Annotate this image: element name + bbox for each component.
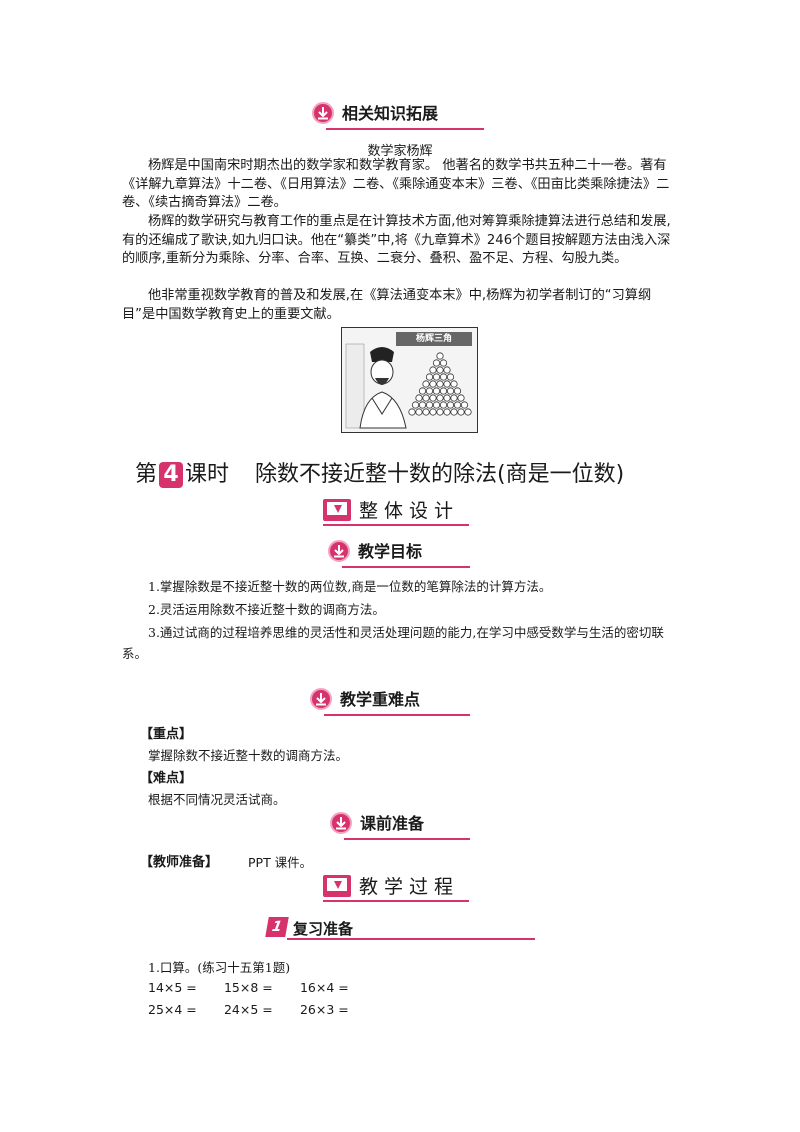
calc-cell: 16×4 = bbox=[299, 980, 349, 995]
oral-calc-row-2: 25×4 = 24×5 = 26×3 = bbox=[148, 1002, 372, 1017]
section-header-extension: 相关知识拓展 bbox=[312, 100, 484, 130]
download-arrow-icon bbox=[328, 540, 350, 562]
hard-text: 根据不同情况灵活试商。 bbox=[148, 792, 286, 807]
key-label: 【重点】 bbox=[140, 727, 193, 742]
section-title: 相关知识拓展 bbox=[342, 104, 439, 123]
step-number: 1 bbox=[265, 917, 289, 937]
download-arrow-icon bbox=[310, 688, 332, 710]
lesson-number-badge: 4 bbox=[159, 462, 184, 488]
section-header-prep: 课前准备 bbox=[330, 810, 470, 840]
section-header-keypoints: 教学重难点 bbox=[310, 686, 470, 716]
monitor-icon bbox=[323, 499, 351, 521]
monitor-icon bbox=[323, 875, 351, 897]
oral-calc-item: 1.口算。(练习十五第1题) bbox=[148, 960, 291, 975]
step-title: 复习准备 bbox=[293, 920, 354, 938]
calc-cell: 25×4 = bbox=[148, 1002, 197, 1017]
calc-cell: 24×5 = bbox=[223, 1002, 273, 1017]
calc-cell: 14×5 = bbox=[148, 980, 197, 995]
illustration-caption: 杨辉三角 bbox=[415, 334, 452, 344]
goal-item-1: 1.掌握除数是不接近整十数的两位数,商是一位数的笔算除法的计算方法。 bbox=[148, 579, 552, 594]
section-header-goals: 教学目标 bbox=[328, 538, 470, 568]
extension-paragraph-1: 杨辉是中国南宋时期杰出的数学家和数学教育家。 他著名的数学书共五种二十一卷。著有… bbox=[122, 158, 670, 210]
calc-cell: 26×3 = bbox=[299, 1002, 349, 1017]
goal-item-3: 3.通过试商的过程培养思维的灵活性和灵活处理问题的能力,在学习中感受数学与生活的… bbox=[122, 625, 664, 661]
box-header-overall: 整体设计 bbox=[323, 498, 469, 526]
key-text: 掌握除数不接近整十数的调商方法。 bbox=[148, 748, 349, 763]
lesson-topic: 除数不接近整十数的除法(商是一位数) bbox=[255, 462, 625, 487]
oral-calc-row-1: 14×5 = 15×8 = 16×4 = bbox=[148, 980, 372, 995]
goal-item-2: 2.灵活运用除数不接近整十数的调商方法。 bbox=[148, 602, 385, 617]
teacher-prep-label: 【教师准备】 bbox=[140, 855, 219, 870]
yang-hui-illustration: 杨辉三角 bbox=[341, 327, 478, 433]
download-arrow-icon bbox=[312, 102, 334, 124]
box-header-process: 教学过程 bbox=[323, 874, 469, 902]
article-title: 数学家杨辉 bbox=[367, 144, 433, 159]
download-arrow-icon bbox=[330, 812, 352, 834]
extension-paragraph-3: 他非常重视数学教育的普及和发展,在《算法通变本末》中,杨辉为初学者制订的“习算纲… bbox=[122, 288, 652, 322]
teacher-prep-text: PPT 课件。 bbox=[248, 855, 313, 870]
hard-label: 【难点】 bbox=[140, 771, 193, 786]
step-header-review: 1 复习准备 bbox=[265, 917, 535, 940]
calc-cell: 15×8 = bbox=[223, 980, 273, 995]
extension-paragraph-2: 杨辉的数学研究与教育工作的重点是在计算技术方面,他对筹算乘除捷算法进行总结和发展… bbox=[122, 214, 671, 266]
